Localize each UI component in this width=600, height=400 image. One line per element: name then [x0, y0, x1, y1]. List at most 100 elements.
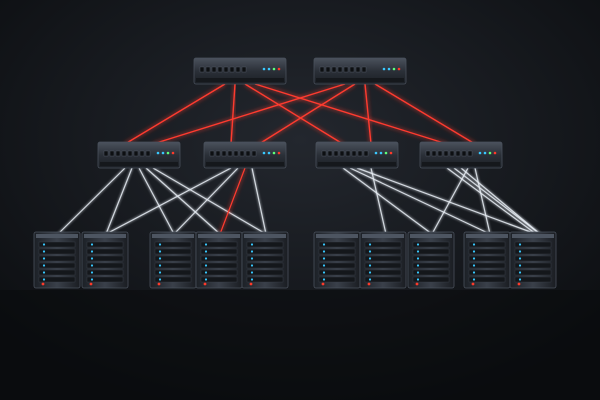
aggregation-switch-0-port-5 — [133, 150, 139, 157]
server-rack-3-unit-5-led — [204, 278, 208, 281]
server-rack-3-unit-0-led — [204, 243, 208, 246]
aggregation-switch-0-port-6 — [139, 150, 145, 157]
server-rack-4-unit-1 — [246, 248, 284, 255]
server-rack-4-unit-5 — [246, 276, 284, 283]
aggregation-switch-0-chassis — [97, 141, 181, 169]
access-link-11 — [349, 167, 491, 235]
aggregation-switch-2-led-0 — [374, 151, 378, 155]
core-switch-1-port-0 — [319, 66, 325, 73]
aggregation-switch-3-port-2 — [437, 150, 443, 157]
aggregation-switch-1-port-2 — [221, 150, 227, 157]
server-rack-2-unit-5-led — [158, 278, 162, 281]
aggregation-switch-3-port-0 — [425, 150, 431, 157]
server-rack-1-unit-2 — [86, 255, 124, 262]
server-rack-6-unit-0 — [364, 241, 402, 248]
aggregation-switch-1-port-0 — [209, 150, 215, 157]
server-rack-0-unit-0 — [38, 241, 76, 248]
aggregation-switch-3-led-0 — [478, 151, 482, 155]
server-rack-3-unit-1 — [200, 248, 238, 255]
server-rack-5-unit-0 — [318, 241, 356, 248]
server-rack-5-unit-1 — [318, 248, 356, 255]
core-switch-0-led-3 — [277, 67, 281, 71]
server-rack-4-unit-3-led — [250, 264, 254, 267]
access-link-6 — [173, 167, 239, 235]
aggregation-switch-2-port-4 — [345, 150, 351, 157]
server-rack-4-status-led — [249, 282, 253, 286]
core-link-2 — [244, 83, 344, 145]
core-switch-0-base — [196, 78, 284, 82]
aggregation-switch-0-led-1 — [161, 151, 165, 155]
server-rack-0-unit-4-led — [42, 271, 46, 274]
server-rack-3-unit-3-led — [204, 264, 208, 267]
server-rack-3-unit-4-led — [204, 271, 208, 274]
server-rack-7-unit-4 — [412, 269, 450, 276]
server-rack-0-unit-0-led — [42, 243, 46, 246]
server-rack-7-unit-2-led — [416, 257, 420, 260]
core-switch-0 — [193, 57, 287, 85]
server-rack-9-unit-1 — [514, 248, 552, 255]
server-rack-1-unit-4-led — [90, 271, 94, 274]
server-rack-5-unit-3-led — [322, 264, 326, 267]
server-rack-9-unit-2-led — [518, 257, 522, 260]
aggregation-switch-3-port-7 — [467, 150, 473, 157]
access-link-10 — [342, 167, 433, 235]
server-rack-6-unit-2-led — [368, 257, 372, 260]
server-rack-3-status-led — [203, 282, 207, 286]
access-link-5 — [105, 167, 232, 235]
server-rack-2-unit-0 — [154, 241, 192, 248]
core-switch-0-led-2 — [272, 67, 276, 71]
core-link-4 — [152, 83, 346, 145]
core-switch-0-port-4 — [223, 66, 229, 73]
server-rack-6-top — [362, 234, 404, 238]
aggregation-switch-3-port-4 — [449, 150, 455, 157]
aggregation-switch-2-port-2 — [333, 150, 339, 157]
aggregation-switch-2-port-3 — [339, 150, 345, 157]
aggregation-switch-2 — [315, 141, 399, 169]
links-layer — [57, 83, 541, 235]
server-rack-1-status-led — [89, 282, 93, 286]
server-rack-1-unit-5-led — [90, 278, 94, 281]
access-link-0 — [57, 167, 126, 235]
server-rack-9-unit-2 — [514, 255, 552, 262]
access-link-8 — [251, 167, 267, 235]
aggregation-switch-3-port-1 — [431, 150, 437, 157]
server-rack-5-unit-2-led — [322, 257, 326, 260]
server-rack-5-unit-5 — [318, 276, 356, 283]
access-link-7 — [219, 167, 246, 235]
server-rack-3-unit-4 — [200, 269, 238, 276]
server-rack-7-unit-3-led — [416, 264, 420, 267]
core-link-7 — [374, 83, 476, 145]
server-rack-2-unit-1 — [154, 248, 192, 255]
core-switch-0-port-7 — [241, 66, 247, 73]
core-link-3 — [254, 83, 448, 145]
access-link-1 — [105, 167, 133, 235]
aggregation-switch-0-port-0 — [103, 150, 109, 157]
server-rack-4-unit-5-led — [250, 278, 254, 281]
server-rack-1-unit-3 — [86, 262, 124, 269]
server-rack-0-unit-1 — [38, 248, 76, 255]
server-rack-1-unit-1-led — [90, 250, 94, 253]
aggregation-switch-1-chassis — [203, 141, 287, 169]
server-rack-7-unit-5-led — [416, 278, 420, 281]
aggregation-switch-0-led-2 — [166, 151, 170, 155]
core-switch-0-port-6 — [235, 66, 241, 73]
server-rack-3-unit-0 — [200, 241, 238, 248]
core-switch-0-led-0 — [262, 67, 266, 71]
server-rack-6-unit-3 — [364, 262, 402, 269]
server-rack-3-unit-2-led — [204, 257, 208, 260]
server-rack-7-status-led — [415, 282, 419, 286]
server-rack-8-unit-1 — [468, 248, 506, 255]
server-rack-7-unit-3 — [412, 262, 450, 269]
server-rack-3-unit-2 — [200, 255, 238, 262]
server-rack-0-unit-3-led — [42, 264, 46, 267]
core-switch-1-port-7 — [361, 66, 367, 73]
server-rack-3-unit-1-led — [204, 250, 208, 253]
core-switch-1-port-3 — [337, 66, 343, 73]
aggregation-switch-1-port-6 — [245, 150, 251, 157]
server-rack-5 — [313, 231, 361, 289]
aggregation-switch-0-port-2 — [115, 150, 121, 157]
server-rack-1-unit-2-led — [90, 257, 94, 260]
aggregation-switch-0-led-0 — [156, 151, 160, 155]
access-link-14 — [474, 167, 491, 235]
